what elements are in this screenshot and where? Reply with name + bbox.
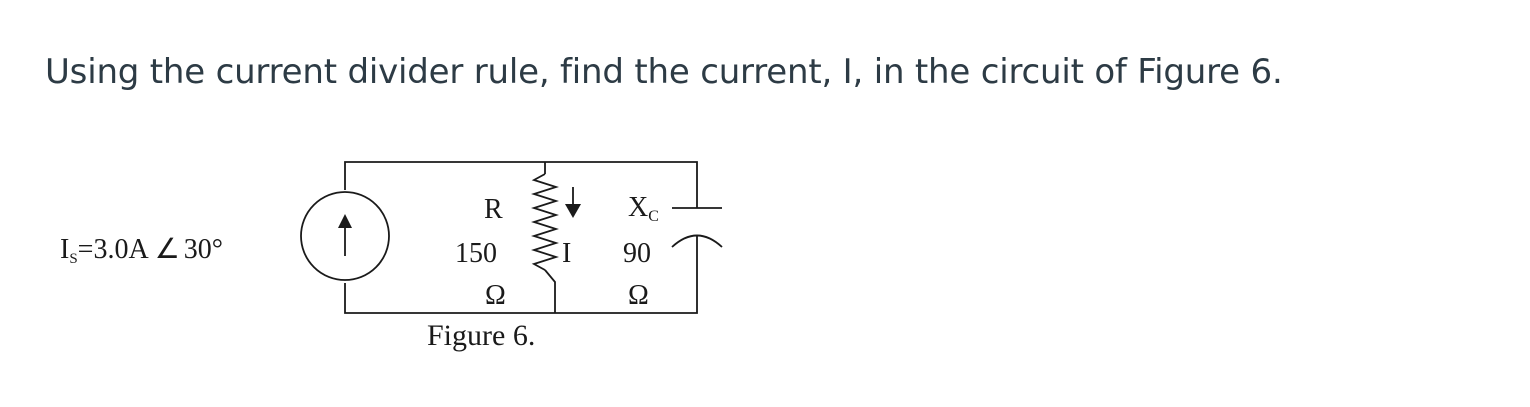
resistor-wire-bottom [544, 269, 556, 313]
capacitor-value: 90 [623, 238, 651, 269]
resistor-symbol [531, 173, 559, 271]
current-source-circle [300, 191, 390, 281]
capacitor-label: XC [628, 192, 659, 225]
source-label: IS=3.0A∠30° [60, 234, 223, 267]
current-label: I [562, 238, 571, 269]
figure-caption: Figure 6. [427, 319, 535, 352]
capacitor-unit: Ω [628, 280, 649, 311]
top-wire [344, 161, 698, 208]
source-arrow-icon [338, 214, 352, 228]
question-text: Using the current divider rule, find the… [45, 52, 1283, 92]
current-arrow-icon [565, 187, 581, 218]
resistor-unit: Ω [485, 280, 506, 311]
capacitor-plate-bottom [671, 234, 723, 248]
resistor-value: 150 [455, 238, 497, 269]
resistor-label: R [484, 194, 503, 225]
bottom-wire [344, 265, 698, 314]
